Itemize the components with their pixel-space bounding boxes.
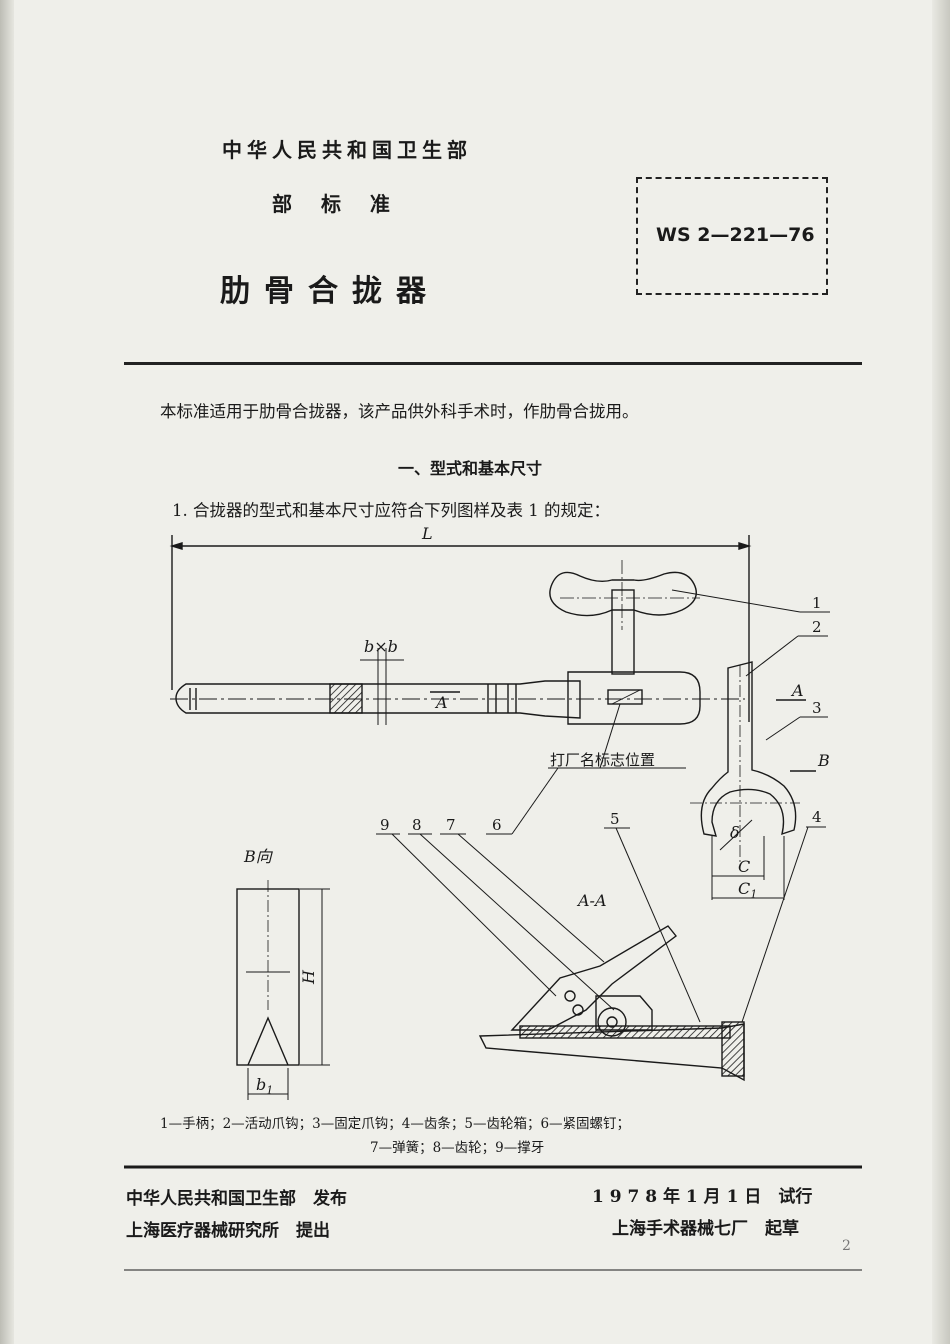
handle-shaft bbox=[611, 589, 635, 675]
scope-text: 本标准适用于肋骨合拢器，该产品供外科手术时，作肋骨合拢用。 bbox=[160, 402, 639, 421]
standard-code: WS 2—221—76 bbox=[656, 224, 815, 246]
callout-3-leader bbox=[765, 716, 801, 741]
section-a-right-label: A bbox=[790, 681, 804, 700]
dim-h-label: H bbox=[299, 969, 318, 985]
callout-9-leader bbox=[391, 833, 557, 997]
bar-square-section bbox=[329, 683, 363, 714]
dim-c1-label: C1 bbox=[738, 879, 757, 901]
section-aa-lever bbox=[510, 925, 677, 1031]
view-b-label: B向 bbox=[243, 847, 274, 866]
section-aa-housing bbox=[595, 995, 653, 1031]
dim-l-arrows bbox=[169, 542, 752, 550]
callout-8-leader bbox=[419, 833, 615, 1011]
callout-7: 7 bbox=[446, 816, 456, 834]
mark-slash bbox=[611, 689, 641, 705]
claw-hook bbox=[700, 661, 797, 837]
dim-l-label: L bbox=[421, 524, 433, 543]
clause-text: 1. 合拢器的型式和基本尺寸应符合下列图样及表 1 的规定： bbox=[172, 501, 610, 520]
handle-grip bbox=[549, 571, 697, 617]
standard-category: 部 标 准 bbox=[272, 192, 392, 216]
section-heading: 一、型式和基本尺寸 bbox=[398, 459, 543, 478]
page-number: 2 bbox=[842, 1238, 851, 1254]
callout-2-leader bbox=[745, 635, 799, 677]
callout-5: 5 bbox=[610, 810, 620, 828]
callout-6: 6 bbox=[492, 816, 502, 834]
section-aa-gear-hub bbox=[606, 1016, 618, 1028]
callout-9: 9 bbox=[380, 816, 390, 834]
section-b-label: B bbox=[817, 751, 830, 770]
callout-7-leader bbox=[457, 833, 605, 963]
delta-leader bbox=[719, 819, 753, 851]
mark-position bbox=[607, 689, 643, 705]
callout-6-leader bbox=[511, 767, 559, 835]
section-a-label: A bbox=[434, 693, 448, 712]
drafter: 上海手术器械七厂 起草 bbox=[612, 1219, 799, 1239]
mark-position-label: 打厂名标志位置 bbox=[550, 751, 655, 769]
legend-line-2: 7—弹簧；8—齿轮；9—撑牙 bbox=[370, 1140, 545, 1156]
publisher: 中华人民共和国卫生部 发布 bbox=[126, 1189, 347, 1209]
callout-2: 2 bbox=[812, 618, 822, 636]
page-left-edge bbox=[0, 0, 14, 1344]
gear-box bbox=[567, 671, 701, 725]
section-aa-pin-2 bbox=[564, 990, 576, 1002]
section-aa-label: A-A bbox=[576, 891, 607, 910]
callout-1: 1 bbox=[812, 594, 822, 612]
page-right-edge bbox=[932, 0, 950, 1344]
ministry-name: 中华人民共和国卫生部 bbox=[222, 138, 472, 162]
section-aa-gear bbox=[597, 1007, 627, 1037]
callout-8: 8 bbox=[412, 816, 422, 834]
mark-label-leader bbox=[599, 703, 621, 769]
callout-4-leader bbox=[741, 826, 809, 1023]
trial-date: 1 9 7 8 年 1 月 1 日 试行 bbox=[592, 1187, 813, 1207]
b-view-notch bbox=[247, 1016, 289, 1066]
legend-line-1: 1—手柄；2—活动爪钩；3—固定爪钩；4—齿条；5—齿轮箱；6—紧固螺钉； bbox=[160, 1116, 631, 1132]
page-title: 肋骨合拢器 bbox=[220, 274, 440, 309]
callout-4: 4 bbox=[812, 808, 822, 826]
proposer: 上海医疗器械研究所 提出 bbox=[126, 1221, 330, 1241]
dim-b1-label: b1 bbox=[256, 1075, 273, 1097]
callout-3: 3 bbox=[812, 699, 822, 717]
main-bar bbox=[175, 680, 581, 719]
standard-code-box bbox=[636, 177, 828, 295]
dim-c-label: C bbox=[738, 857, 750, 876]
header-rule bbox=[124, 362, 862, 365]
callout-1-leader bbox=[671, 589, 801, 613]
dim-bxb-label: b×b bbox=[364, 637, 398, 656]
dim-delta-label: δ bbox=[730, 823, 740, 842]
section-aa-pin-1 bbox=[572, 1004, 584, 1016]
callout-5-leader bbox=[615, 827, 701, 1023]
